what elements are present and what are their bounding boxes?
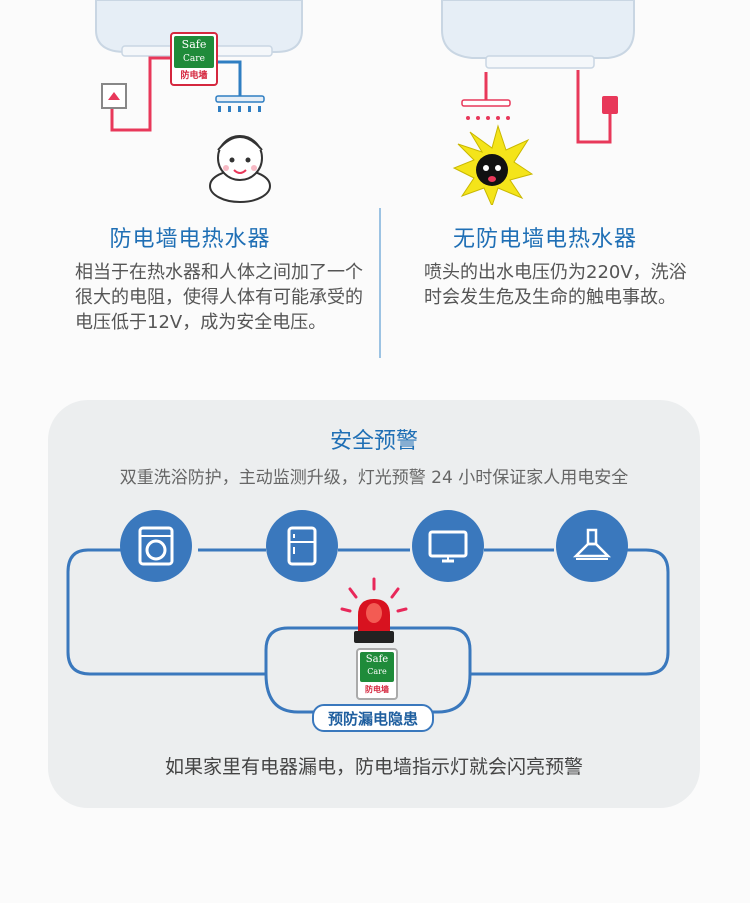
safe-care-logo: Safe Care 防电墙: [170, 32, 218, 86]
right-title: 无防电墙电热水器: [452, 227, 637, 252]
panel-title: 安全预警: [329, 429, 418, 454]
safe-care-logo-panel: Safe Care 防电墙: [356, 648, 398, 700]
warning-badge: 预防漏电隐患: [312, 704, 435, 732]
left-title: 防电墙电热水器: [109, 227, 271, 252]
panel-logo-line2: Care: [367, 667, 387, 676]
panel-logo-sub: 防电墙: [365, 685, 389, 694]
safety-warning-panel: 安全预警 双重洗浴防护，主动监测升级，灯光预警 24 小时保证家人用电安全 Sa…: [48, 400, 700, 808]
panel-logo-line1: Safe: [365, 654, 389, 665]
refrigerator-icon: [266, 510, 338, 582]
right-heater-illustration: [441, 0, 635, 205]
warning-light-icon: [340, 577, 408, 643]
logo-sub: 防电墙: [180, 71, 208, 81]
range-hood-icon: [556, 510, 628, 582]
panel-footer: 如果家里有电器漏电，防电墙指示灯就会闪亮预警: [164, 756, 583, 778]
monitor-icon: [412, 510, 484, 582]
right-description: 喷头的出水电压仍为220V，洗浴时会发生危及生命的触电事故。: [424, 262, 687, 308]
left-heater-illustration: [95, 0, 303, 203]
washing-machine-icon: [120, 510, 192, 582]
panel-subtitle: 双重洗浴防护，主动监测升级，灯光预警 24 小时保证家人用电安全: [119, 468, 629, 488]
left-description: 相当于在热水器和人体之间加了一个很大的电阻，使得人体有可能承受的电压低于12V，…: [75, 262, 363, 333]
logo-line2: Care: [183, 54, 205, 64]
logo-line1: Safe: [181, 38, 207, 51]
column-divider: [379, 208, 381, 358]
